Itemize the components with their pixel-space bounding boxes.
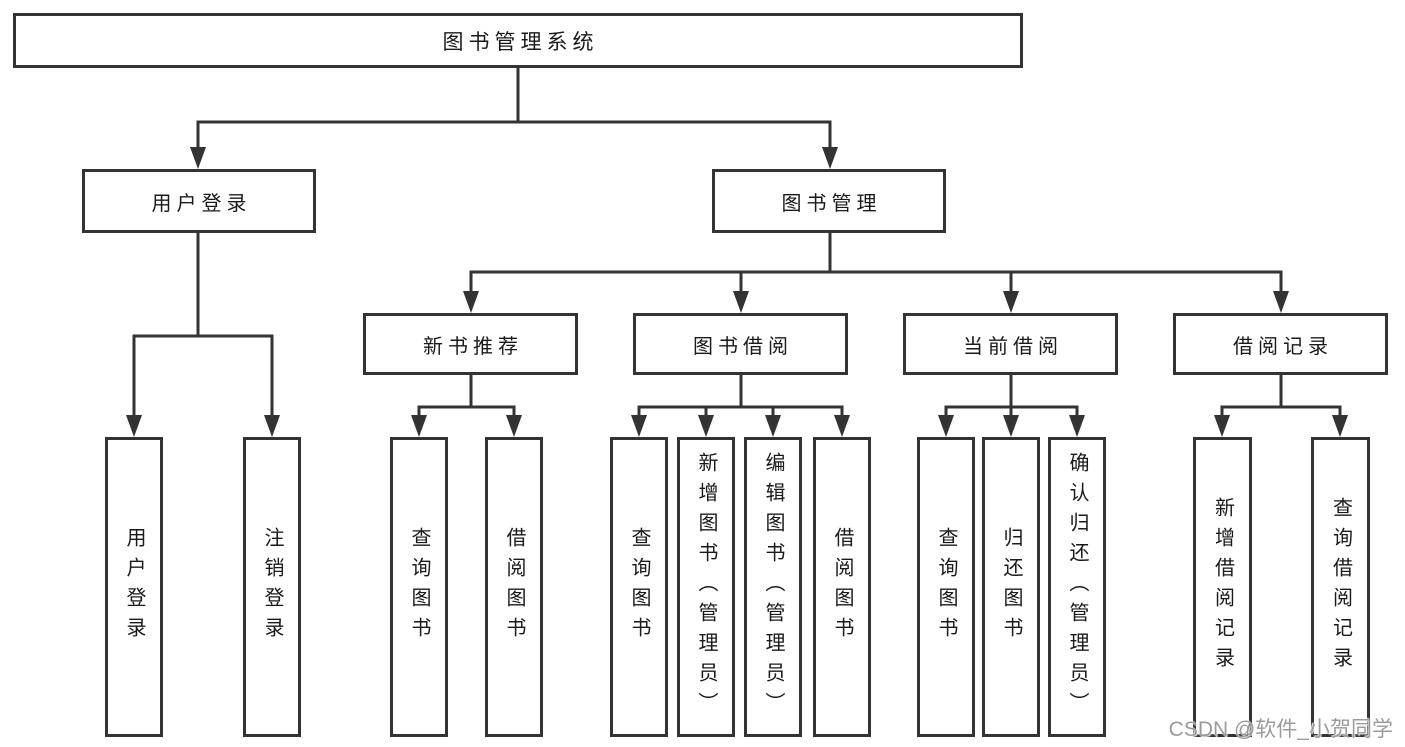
leaf-user-login: 用户登录 [105,437,163,737]
node-book-management: 图书管理 [712,169,946,233]
node-label: 用户登录 [151,192,252,215]
node-user-login: 用户登录 [82,169,316,233]
node-borrowing-records: 借阅记录 [1173,313,1388,375]
connector-path [132,66,1342,421]
leaf-label: 新增借阅记录 [1211,497,1234,677]
leaf-label: 借阅图书 [503,527,525,647]
leaf-label: 编辑图书（管理员） [762,452,784,722]
leaf-label: 查询图书 [935,527,957,647]
leaf-edit-books-admin: 编辑图书（管理员） [744,437,802,737]
leaf-query-books-borrowing: 查询图书 [610,437,668,737]
leaf-query-borrow-record: 查询借阅记录 [1311,437,1370,737]
leaf-label: 查询图书 [408,527,430,647]
node-label: 借阅记录 [1233,335,1333,358]
leaf-label: 用户登录 [123,527,145,647]
node-new-book-recommendation: 新书推荐 [363,313,578,375]
node-library-management-system: 图书管理系统 [13,13,1023,68]
leaf-return-books: 归还图书 [982,437,1040,737]
leaf-label: 查询图书 [628,527,650,647]
leaf-add-books-admin: 新增图书（管理员） [677,437,735,737]
leaf-query-books-recommend: 查询图书 [390,437,448,737]
leaf-confirm-return-admin: 确认归还（管理员） [1048,437,1106,737]
leaf-label: 新增图书（管理员） [695,452,717,722]
csdn-watermark: CSDN @软件_小贺同学 [1168,718,1393,741]
arrowheads [126,147,1348,437]
node-label: 新书推荐 [423,335,523,358]
leaf-label: 归还图书 [1000,527,1022,647]
leaf-borrow-books-recommend: 借阅图书 [485,437,543,737]
leaf-query-books-current: 查询图书 [917,437,975,737]
node-label: 图书管理系统 [442,30,599,54]
leaf-add-borrow-record: 新增借阅记录 [1193,437,1252,737]
node-current-borrowing: 当前借阅 [903,313,1118,375]
node-label: 图书借阅 [693,335,793,358]
leaf-logout: 注销登录 [243,437,301,737]
node-label: 图书管理 [781,192,882,215]
leaf-label: 借阅图书 [831,527,853,647]
leaf-label: 查询借阅记录 [1329,497,1352,677]
leaf-label: 注销登录 [261,527,283,647]
leaf-borrow-books-borrowing: 借阅图书 [813,437,871,737]
leaf-label: 确认归还（管理员） [1066,452,1088,722]
node-book-borrowing: 图书借阅 [633,313,848,375]
node-label: 当前借阅 [963,335,1063,358]
